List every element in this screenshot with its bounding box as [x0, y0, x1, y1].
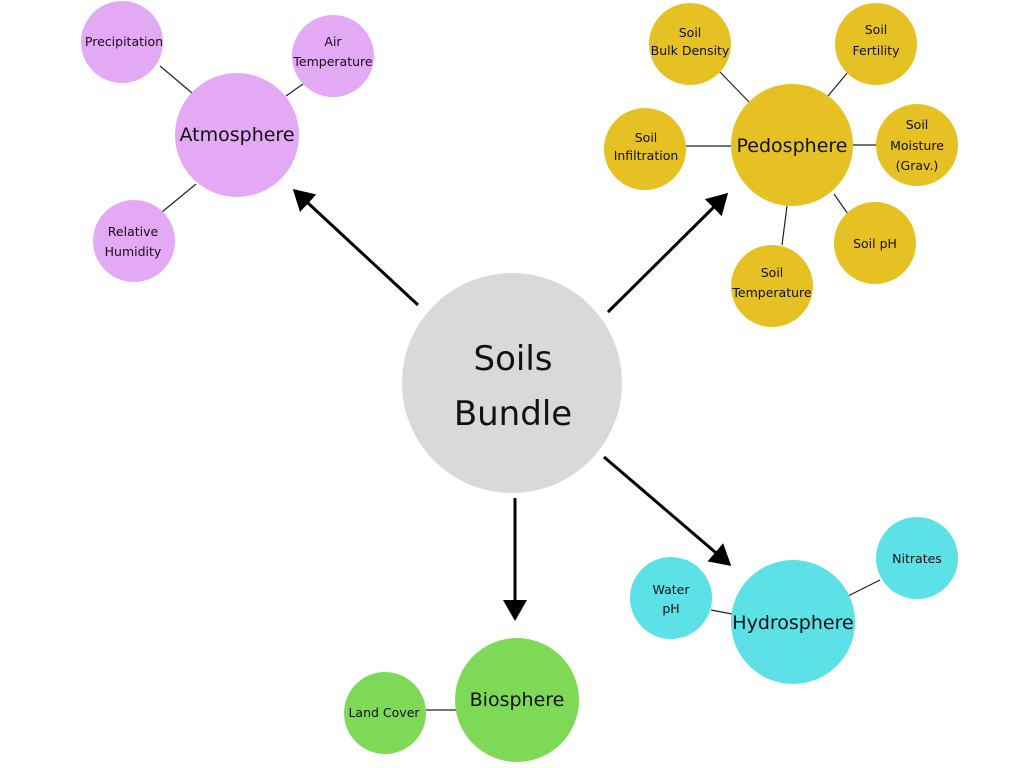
node-soil-ph[interactable]: Soil pH — [834, 202, 916, 284]
arrow-to-hydrosphere — [603, 455, 732, 566]
node-label: Soil — [761, 265, 784, 280]
node-label: Water — [653, 582, 691, 597]
node-soil-bulk-density[interactable]: Soil Bulk Density — [649, 3, 731, 85]
connector-precipitation — [159, 65, 193, 94]
node-label: Air — [324, 34, 342, 49]
node-label: Soil — [865, 22, 888, 37]
node-hydrosphere[interactable]: Hydrosphere — [731, 560, 855, 684]
biosphere-label: Biosphere — [470, 689, 565, 711]
connector-air-temperature — [285, 83, 304, 97]
node-land-cover[interactable]: Land Cover — [344, 672, 426, 754]
node-label: (Grav.) — [896, 158, 939, 173]
node-label: Temperature — [292, 54, 372, 69]
node-soil-fertility[interactable]: Soil Fertility — [835, 3, 917, 85]
center-node-soils-bundle[interactable]: Soils Bundle — [402, 273, 622, 493]
node-soil-temperature[interactable]: Soil Temperature — [731, 245, 813, 327]
hydrosphere-label: Hydrosphere — [732, 612, 853, 634]
connector-soil-ph — [833, 193, 849, 215]
node-label: Bulk Density — [651, 43, 730, 58]
node-label: Humidity — [105, 244, 162, 259]
pedosphere-label: Pedosphere — [737, 135, 848, 157]
node-label: Relative — [108, 224, 159, 239]
node-relative-humidity[interactable]: Relative Humidity — [93, 200, 175, 282]
node-label: Infiltration — [614, 148, 679, 163]
node-soil-moisture[interactable]: Soil Moisture (Grav.) — [876, 104, 958, 186]
atmosphere-label: Atmosphere — [179, 124, 294, 146]
node-soil-infiltration[interactable]: Soil Infiltration — [604, 108, 686, 190]
center-label-line: Bundle — [454, 394, 572, 434]
node-atmosphere[interactable]: Atmosphere — [175, 73, 299, 197]
connector-relative-humidity — [161, 183, 197, 213]
center-label-line: Soils — [474, 339, 553, 379]
arrow-to-atmosphere — [292, 188, 420, 307]
node-label: Precipitation — [85, 34, 163, 49]
node-label: Soil — [679, 25, 702, 40]
connector-soil-fertility — [827, 71, 849, 97]
node-biosphere[interactable]: Biosphere — [455, 638, 579, 762]
node-label: Fertility — [853, 43, 901, 58]
node-label: Moisture — [890, 138, 944, 153]
connector-soil-bulk-density — [717, 69, 751, 104]
node-air-temperature[interactable]: Air Temperature — [292, 15, 374, 97]
connector-soil-temperature — [781, 205, 788, 246]
svg-text:Soils: Soils — [474, 339, 553, 379]
connectors — [159, 65, 881, 711]
arrow-to-pedosphere — [606, 192, 729, 314]
connector-water-ph — [710, 609, 733, 615]
connector-nitrates — [847, 579, 881, 597]
node-water-ph[interactable]: Water pH — [630, 557, 712, 639]
node-label: Land Cover — [348, 705, 420, 720]
node-precipitation[interactable]: Precipitation — [81, 1, 163, 83]
node-label: Nitrates — [892, 551, 942, 566]
node-label: Soil — [635, 130, 658, 145]
arrows — [292, 188, 732, 621]
svg-text:Bundle: Bundle — [454, 394, 572, 434]
node-label: Soil — [906, 117, 929, 132]
node-label: pH — [662, 601, 679, 616]
node-label: Soil pH — [853, 236, 897, 251]
node-nitrates[interactable]: Nitrates — [876, 517, 958, 599]
node-label: Temperature — [731, 285, 811, 300]
node-pedosphere[interactable]: Pedosphere — [731, 84, 853, 206]
